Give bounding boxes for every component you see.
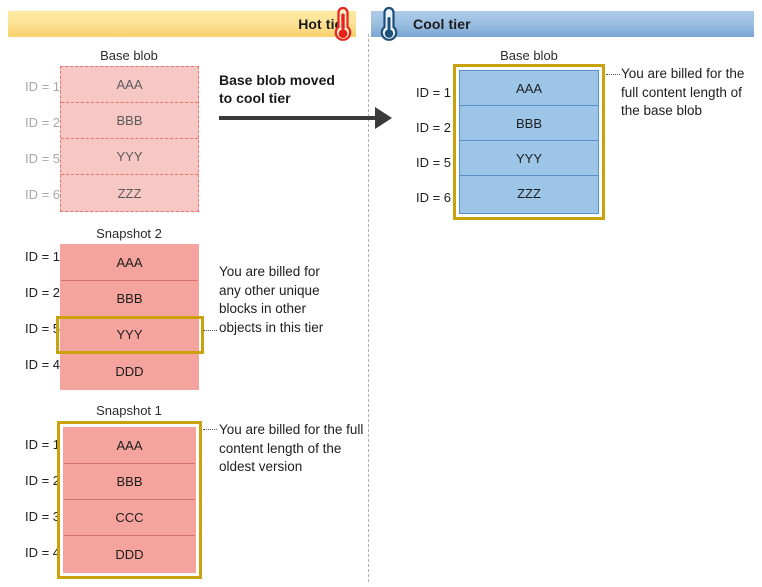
thermometer-hot-icon xyxy=(330,5,356,43)
cool-base-blob-id-2: ID = 2 xyxy=(415,120,451,135)
snapshot1-cell-4: DDD xyxy=(115,546,144,562)
snapshot2-leader-line xyxy=(203,330,217,331)
cool-base-blob-id-3: ID = 5 xyxy=(415,155,451,170)
cool-tier-label: Cool tier xyxy=(413,16,471,32)
snapshot2-annotation: You are billed for any other unique bloc… xyxy=(219,264,324,335)
transition-caption-line1: Base blob moved xyxy=(219,72,335,88)
snapshot2-id-3: ID = 5 xyxy=(24,321,60,336)
cool-base-blob-leader-line xyxy=(606,74,620,75)
hot-tier-label: Hot tier xyxy=(298,16,348,32)
snapshot2-cell-3: YYY xyxy=(61,317,198,353)
hot-tier-header-bar: Hot tier xyxy=(8,11,356,37)
snapshot1-cell-2: BBB xyxy=(64,464,195,500)
hot-base-blob-id-1: ID = 1 xyxy=(24,79,60,94)
cool-base-blob-title: Base blob xyxy=(500,48,558,63)
hot-base-blob-cell-1: AAA xyxy=(61,67,198,103)
snapshot2-id-1: ID = 1 xyxy=(24,249,60,264)
snapshot1-stack: AAA BBB CCC DDD xyxy=(63,427,196,573)
snapshot1-title: Snapshot 1 xyxy=(96,403,162,418)
cool-base-blob-annotation: You are billed for the full content leng… xyxy=(621,66,745,118)
thermometer-cool-icon xyxy=(376,5,402,43)
hot-base-blob-stack: AAA BBB YYY ZZZ xyxy=(60,66,199,212)
snapshot1-id-1: ID = 1 xyxy=(24,437,60,452)
cool-base-blob-cell-2: BBB xyxy=(460,106,598,141)
snapshot1-id-3: ID = 3 xyxy=(24,509,60,524)
hot-base-blob-cell-2: BBB xyxy=(61,103,198,139)
cool-base-blob-stack: AAA BBB YYY ZZZ xyxy=(459,70,599,214)
snapshot2-id-4: ID = 4 xyxy=(24,357,60,372)
snapshot1-id-2: ID = 2 xyxy=(24,473,60,488)
transition-caption-line2: to cool tier xyxy=(219,90,291,106)
cool-base-blob-cell-1: AAA xyxy=(460,71,598,106)
snapshot1-leader-line xyxy=(203,429,217,430)
cool-base-blob-id-4: ID = 6 xyxy=(415,190,451,205)
cool-base-blob-cell-3: YYY xyxy=(460,141,598,176)
snapshot1-cell-1: AAA xyxy=(64,428,195,464)
transition-arrow-line xyxy=(219,116,376,120)
snapshot2-cell-2: BBB xyxy=(61,281,198,317)
snapshot1-id-4: ID = 4 xyxy=(24,545,60,560)
hot-base-blob-id-3: ID = 5 xyxy=(24,151,60,166)
cool-base-blob-cell-4: ZZZ xyxy=(517,186,541,201)
snapshot2-id-2: ID = 2 xyxy=(24,285,60,300)
snapshot2-cell-4: DDD xyxy=(115,363,144,379)
hot-base-blob-id-4: ID = 6 xyxy=(24,187,60,202)
hot-base-blob-cell-4: ZZZ xyxy=(117,185,142,201)
hot-base-blob-title: Base blob xyxy=(100,48,158,63)
cool-tier-header-bar: Cool tier xyxy=(371,11,754,37)
tier-divider xyxy=(368,34,369,582)
snapshot2-cell-1: AAA xyxy=(61,245,198,281)
snapshot1-cell-3: CCC xyxy=(64,500,195,536)
cool-base-blob-id-1: ID = 1 xyxy=(415,85,451,100)
snapshot2-title: Snapshot 2 xyxy=(96,226,162,241)
transition-caption: Base blob moved to cool tier xyxy=(219,71,369,107)
hot-base-blob-id-2: ID = 2 xyxy=(24,115,60,130)
hot-base-blob-cell-3: YYY xyxy=(61,139,198,175)
snapshot2-stack: AAA BBB YYY DDD xyxy=(60,244,199,390)
right-arrow-icon xyxy=(375,107,392,129)
snapshot1-annotation: You are billed for the full content leng… xyxy=(219,422,364,474)
